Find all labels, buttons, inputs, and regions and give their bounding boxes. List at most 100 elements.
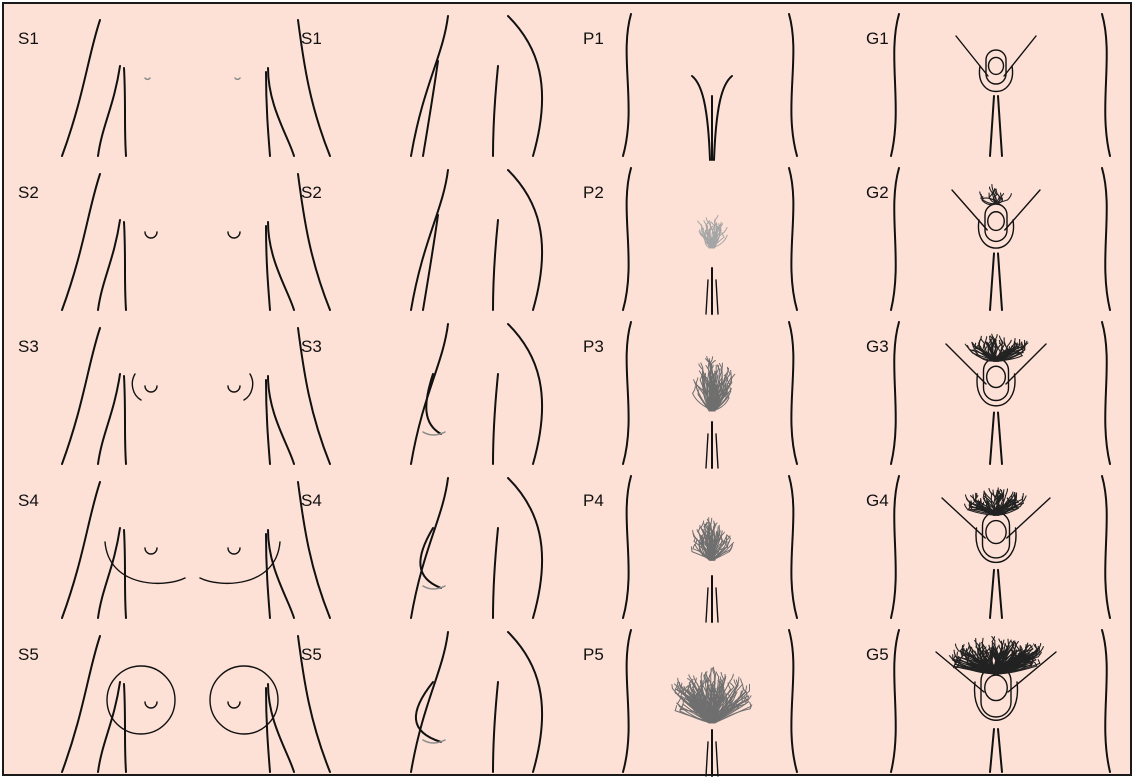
hair-curl <box>993 490 994 495</box>
chest-outline <box>508 16 542 156</box>
vulva-left <box>706 742 708 776</box>
hair-curl <box>957 652 958 657</box>
torso-outline-right <box>789 476 797 618</box>
cell-genital-4: G4 <box>866 476 1110 618</box>
chest-outline <box>508 324 542 464</box>
torso-outline-right <box>789 14 797 156</box>
stage-label-breast-side-2: S2 <box>301 183 322 202</box>
torso-outline-left <box>623 630 631 772</box>
stage-label-breast-front-1: S1 <box>18 29 39 48</box>
hair-curl <box>700 376 702 380</box>
breast-curve-right <box>244 374 253 400</box>
areola-left <box>145 232 157 238</box>
areola-right <box>228 548 240 554</box>
hair-curl <box>693 387 696 394</box>
areola-right <box>228 386 240 392</box>
torso-outline-left <box>891 630 899 772</box>
arm-line-left-inner <box>124 68 126 156</box>
arm-line-right <box>268 684 294 772</box>
arm-line-right <box>268 376 294 464</box>
cell-genital-3: G3 <box>866 322 1110 464</box>
hair-curl <box>675 706 676 711</box>
vulva-right <box>716 280 718 314</box>
hair-curl <box>973 495 974 501</box>
cell-breast-front-4: S4 <box>18 482 330 618</box>
leg-line-right <box>998 96 1002 156</box>
stage-label-breast-front-5: S5 <box>18 645 39 664</box>
hair-curl <box>725 235 727 239</box>
vulva-right <box>716 742 718 776</box>
cell-breast-side-1: S1 <box>301 16 542 156</box>
stage-label-breast-front-4: S4 <box>18 491 39 510</box>
hair-curl <box>1038 660 1040 664</box>
hair-curl <box>730 683 734 687</box>
hair-curl <box>738 677 739 684</box>
arm-line-left-inner <box>124 376 126 464</box>
glans <box>988 212 1005 231</box>
arm-line-left <box>98 374 120 464</box>
hair-curl <box>711 222 714 226</box>
hair-curl <box>1003 640 1004 645</box>
cell-pubic-hair-2: P2 <box>583 168 797 314</box>
vulva-right <box>714 76 732 160</box>
hair-curl <box>701 521 704 527</box>
hair-curl <box>1009 640 1011 644</box>
breast-right <box>210 666 278 734</box>
arm-line-left-inner <box>124 222 126 310</box>
hair-curl <box>719 679 720 685</box>
cell-genital-1: G1 <box>866 14 1110 156</box>
arm-line-left-inner <box>124 684 126 772</box>
hair-curl <box>711 668 712 675</box>
areola-left <box>145 548 157 554</box>
groin-left <box>952 190 987 230</box>
breast-profile <box>420 528 441 588</box>
torso-outline-left <box>623 476 631 618</box>
hair-curl <box>701 673 702 677</box>
chest-outline <box>508 632 542 772</box>
hair-curl <box>1040 647 1043 652</box>
leg-line-right <box>998 729 1002 772</box>
hair-curl <box>694 380 696 385</box>
hair-curl <box>997 490 998 494</box>
vulva-left <box>706 434 708 468</box>
arm-line <box>493 220 498 310</box>
hair-curl <box>981 338 985 343</box>
hair-curl <box>681 683 682 687</box>
hair-curl <box>1024 496 1026 500</box>
cell-breast-side-2: S2 <box>301 170 542 310</box>
cell-breast-side-5: S5 <box>301 632 542 772</box>
hair-curl <box>949 656 952 660</box>
arm-line <box>493 374 498 464</box>
stage-label-genital-1: G1 <box>866 29 889 48</box>
hair-curl <box>1015 645 1016 650</box>
hair-curl <box>750 702 751 706</box>
cell-pubic-hair-3: P3 <box>583 322 797 468</box>
hair-curl <box>725 537 727 541</box>
torso-outline-right <box>1102 168 1110 310</box>
arm-line-left <box>98 66 120 156</box>
scrotum <box>979 66 1012 92</box>
arm-line-left <box>98 220 120 310</box>
back-outline <box>411 324 448 464</box>
stage-label-breast-side-5: S5 <box>301 645 322 664</box>
vulva-left <box>692 76 710 160</box>
cell-breast-side-3: S3 <box>301 324 542 464</box>
hair-curl <box>982 638 983 643</box>
glans <box>987 366 1006 387</box>
leg-line-left <box>990 413 994 465</box>
breast-profile <box>426 374 441 434</box>
cell-genital-5: G5 <box>866 630 1110 772</box>
glans <box>986 521 1006 544</box>
cell-pubic-hair-1: P1 <box>583 14 797 160</box>
chest-outline <box>508 478 542 618</box>
vulva-left <box>706 280 708 314</box>
hair-curl <box>721 672 723 678</box>
chest-profile <box>423 61 438 156</box>
groin-left <box>956 36 988 76</box>
hair-curl <box>997 651 998 657</box>
stage-label-genital-5: G5 <box>866 645 889 664</box>
leg-line-right <box>998 413 1002 465</box>
hair-curl <box>730 674 733 681</box>
leg-line-left <box>990 96 994 156</box>
hair-curl <box>717 375 718 382</box>
